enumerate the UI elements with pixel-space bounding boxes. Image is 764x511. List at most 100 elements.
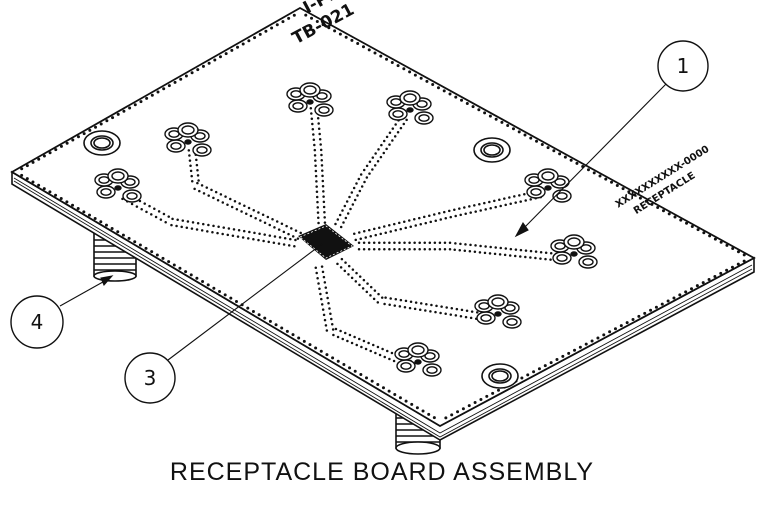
edge-via — [619, 324, 623, 328]
trace-via — [470, 310, 474, 313]
edge-via — [432, 416, 436, 420]
trace-via — [321, 179, 325, 183]
edge-via — [638, 196, 642, 200]
edge-via — [477, 108, 481, 112]
trace-via — [320, 265, 324, 268]
edge-via — [546, 146, 550, 150]
trace-via — [314, 164, 317, 168]
edge-via — [702, 231, 706, 235]
trace-via — [342, 221, 345, 224]
trace-via — [181, 219, 185, 222]
trace-via — [379, 155, 383, 159]
ground-pad-hole — [426, 366, 438, 374]
ground-pad-hole — [400, 362, 412, 370]
trace-via — [371, 168, 374, 171]
trace-via — [479, 244, 482, 248]
edge-via — [359, 373, 363, 377]
edge-via — [532, 370, 536, 374]
trace-via — [346, 212, 350, 215]
edge-via — [496, 388, 500, 392]
edge-via — [338, 32, 342, 36]
edge-via — [344, 35, 348, 39]
trace-via — [358, 275, 362, 278]
edge-via — [236, 45, 240, 49]
trace-via — [425, 302, 428, 306]
edge-via — [454, 95, 458, 99]
trace-via — [229, 197, 232, 201]
trace-via — [351, 268, 355, 271]
edge-via — [488, 114, 492, 118]
trace-via — [259, 219, 262, 222]
trace-via — [135, 205, 139, 208]
edge-via — [167, 84, 171, 88]
trace-via — [323, 281, 327, 284]
edge-via — [292, 13, 296, 17]
trace-via — [212, 196, 215, 200]
trace-via — [449, 215, 452, 219]
trace-via — [294, 238, 297, 242]
trace-via — [469, 316, 473, 320]
edge-via — [342, 363, 346, 367]
trace-via — [318, 137, 322, 141]
trace-via — [325, 329, 329, 332]
edge-via — [133, 240, 137, 244]
trace-via — [393, 222, 396, 226]
trace-via — [353, 232, 356, 235]
edge-via — [719, 240, 723, 244]
trace-via — [483, 251, 487, 255]
edge-via — [707, 278, 711, 282]
leader-4 — [59, 277, 111, 307]
trace-via — [363, 230, 366, 233]
trace-via — [320, 297, 323, 301]
trace-via — [314, 159, 317, 162]
trace-via — [464, 243, 467, 246]
edge-via — [162, 87, 166, 91]
signal-pad-hole — [111, 171, 125, 181]
edge-via — [561, 354, 565, 358]
trace-via — [389, 297, 392, 300]
edge-via — [410, 402, 414, 406]
trace-via — [418, 216, 421, 220]
edge-via — [161, 256, 165, 260]
trace-via — [443, 210, 446, 214]
center-pin — [494, 311, 502, 317]
edge-via — [88, 128, 92, 132]
center-pin — [114, 185, 122, 191]
edge-via — [615, 183, 619, 187]
trace-via — [257, 238, 260, 242]
edge-via — [376, 382, 380, 386]
trace-via — [321, 184, 325, 188]
trace-via — [200, 184, 204, 187]
signal-pad-hole — [567, 237, 581, 247]
trace-via — [313, 154, 317, 157]
trace-via — [254, 217, 257, 220]
trace-via — [317, 127, 321, 130]
edge-via — [327, 26, 331, 30]
coax-connector-footprint — [286, 82, 334, 117]
edge-via — [381, 386, 385, 390]
trace-via — [393, 247, 396, 251]
trace-via — [299, 231, 302, 235]
trace-via — [314, 174, 318, 178]
trace-via — [430, 303, 433, 307]
edge-via — [592, 171, 596, 175]
edge-via — [331, 356, 335, 360]
trace-via — [317, 282, 320, 285]
trace-via — [275, 220, 279, 223]
edge-via — [365, 376, 369, 380]
ground-pad-hole — [318, 106, 330, 114]
ground-pad-hole — [580, 244, 592, 252]
trace-via — [369, 235, 372, 238]
trace-via — [319, 148, 323, 152]
edge-via — [656, 206, 660, 210]
trace-via — [408, 306, 412, 310]
trace-via — [248, 230, 251, 234]
trace-via — [341, 209, 344, 212]
trace-via — [314, 266, 318, 270]
edge-via — [604, 177, 608, 181]
trace-via — [222, 226, 225, 229]
edge-via — [189, 273, 193, 277]
edge-via — [543, 364, 547, 368]
trace-via — [360, 185, 364, 188]
trace-via — [273, 226, 276, 229]
